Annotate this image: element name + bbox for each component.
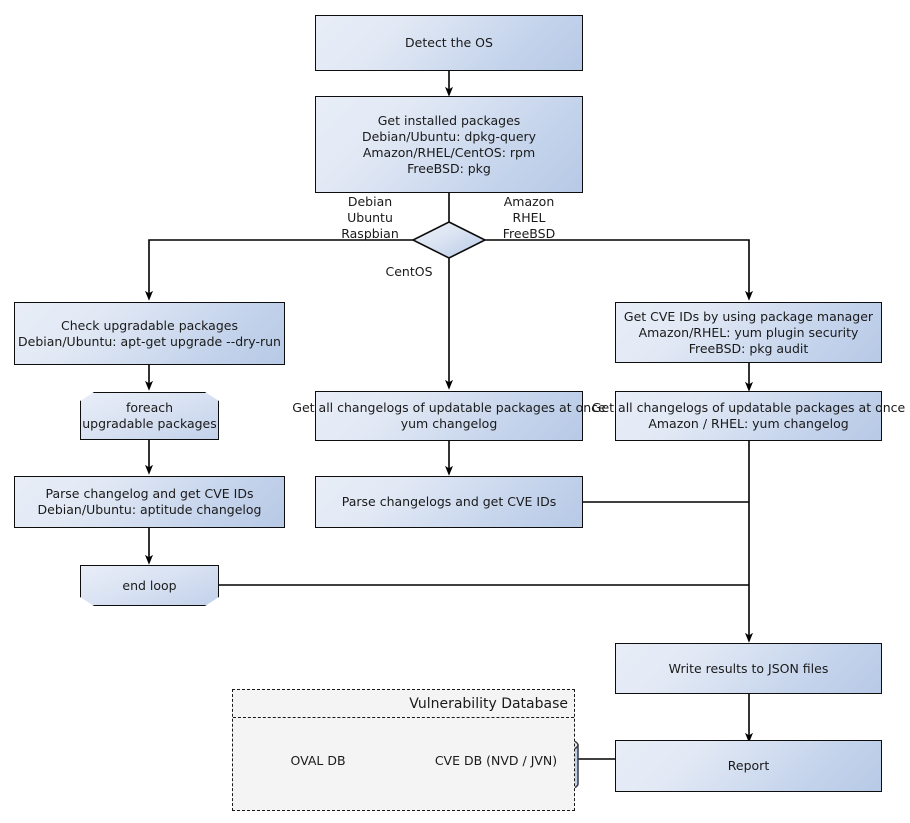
edge-label-freebsd: FreeBSD xyxy=(502,226,556,241)
node-get-installed-line2: Debian/Ubuntu: dpkg-query xyxy=(361,128,537,144)
node-detect-os[interactable]: Detect the OS xyxy=(315,15,583,71)
node-end-loop[interactable]: end loop xyxy=(80,565,219,606)
database-cve-db-label: CVE DB (NVD / JVN) xyxy=(434,753,558,768)
node-changelogs-right-line1: Get all changelogs of updatable packages… xyxy=(591,400,906,415)
database-oval-db-label: OVAL DB xyxy=(290,753,346,768)
edge-label-rhel: RHEL xyxy=(512,210,546,225)
edge-label-amazon: Amazon xyxy=(503,194,555,209)
node-foreach-line1: foreach xyxy=(125,400,174,415)
node-changelogs-center-line1: Get all changelogs of updatable packages… xyxy=(292,400,606,415)
node-changelogs-right-line2: Amazon / RHEL: yum changelog xyxy=(648,416,849,431)
edge-label-debian: Debian xyxy=(347,194,393,209)
node-get-cve-ids-line3: FreeBSD: pkg audit xyxy=(688,340,809,356)
node-get-cve-ids-right[interactable]: Get CVE IDs by using package manager Ama… xyxy=(615,302,882,363)
node-get-installed-line3: Amazon/RHEL/CentOS: rpm xyxy=(362,144,536,160)
edge-label-centos: CentOS xyxy=(371,264,447,280)
group-vulnerability-database xyxy=(232,689,575,811)
node-report[interactable]: Report xyxy=(615,740,882,792)
node-write-results-json-label: Write results to JSON files xyxy=(668,660,829,676)
edge-label-ubuntu: Ubuntu xyxy=(347,210,393,225)
node-end-loop-label: end loop xyxy=(122,577,177,593)
edge-label-left-group: Debian Ubuntu Raspbian xyxy=(328,194,412,242)
edge-label-raspbian: Raspbian xyxy=(341,226,399,241)
node-parse-changelog-left-line2: Debian/Ubuntu: aptitude changelog xyxy=(37,502,262,517)
node-get-cve-ids-line2: Amazon/RHEL: yum plugin security xyxy=(638,324,859,340)
edge-label-centos-text: CentOS xyxy=(385,264,433,279)
edge-label-right-group: Amazon RHEL FreeBSD xyxy=(487,194,571,242)
node-check-upgradable-packages[interactable]: Check upgradable packages Debian/Ubuntu:… xyxy=(14,302,285,365)
group-vulnerability-database-title: Vulnerability Database xyxy=(409,696,568,712)
node-get-installed-line1: Get installed packages xyxy=(377,112,521,128)
node-changelogs-center-line2: yum changelog xyxy=(400,416,498,431)
node-parse-changelog-left-line1: Parse changelog and get CVE IDs xyxy=(45,486,254,501)
node-detect-os-label: Detect the OS xyxy=(405,35,493,50)
database-cve-db[interactable]: CVE DB (NVD / JVN) xyxy=(414,732,578,797)
node-parse-changelogs-center[interactable]: Parse changelogs and get CVE IDs xyxy=(315,476,583,528)
node-changelogs-center[interactable]: Get all changelogs of updatable packages… xyxy=(292,391,606,441)
node-parse-changelogs-center-label: Parse changelogs and get CVE IDs xyxy=(341,494,557,509)
group-title-separator xyxy=(233,717,574,718)
node-foreach-upgradable-packages[interactable]: foreach upgradable packages xyxy=(80,392,219,440)
node-get-cve-ids-line1: Get CVE IDs by using package manager xyxy=(623,308,874,324)
node-parse-changelog-left[interactable]: Parse changelog and get CVE IDs Debian/U… xyxy=(14,476,285,528)
node-get-installed-packages[interactable]: Get installed packages Debian/Ubuntu: dp… xyxy=(315,96,583,193)
node-write-results-json[interactable]: Write results to JSON files xyxy=(615,643,882,694)
node-changelogs-right[interactable]: Get all changelogs of updatable packages… xyxy=(592,391,905,441)
node-get-installed-line4: FreeBSD: pkg xyxy=(407,160,491,176)
node-report-label: Report xyxy=(727,758,770,773)
node-foreach-line2: upgradable packages xyxy=(82,416,217,431)
database-oval-db[interactable]: OVAL DB xyxy=(250,732,386,797)
node-check-upgradable-line2: Debian/Ubuntu: apt-get upgrade --dry-run xyxy=(18,333,281,349)
decision-diamond-os xyxy=(411,221,487,259)
node-check-upgradable-line1: Check upgradable packages xyxy=(61,317,238,333)
